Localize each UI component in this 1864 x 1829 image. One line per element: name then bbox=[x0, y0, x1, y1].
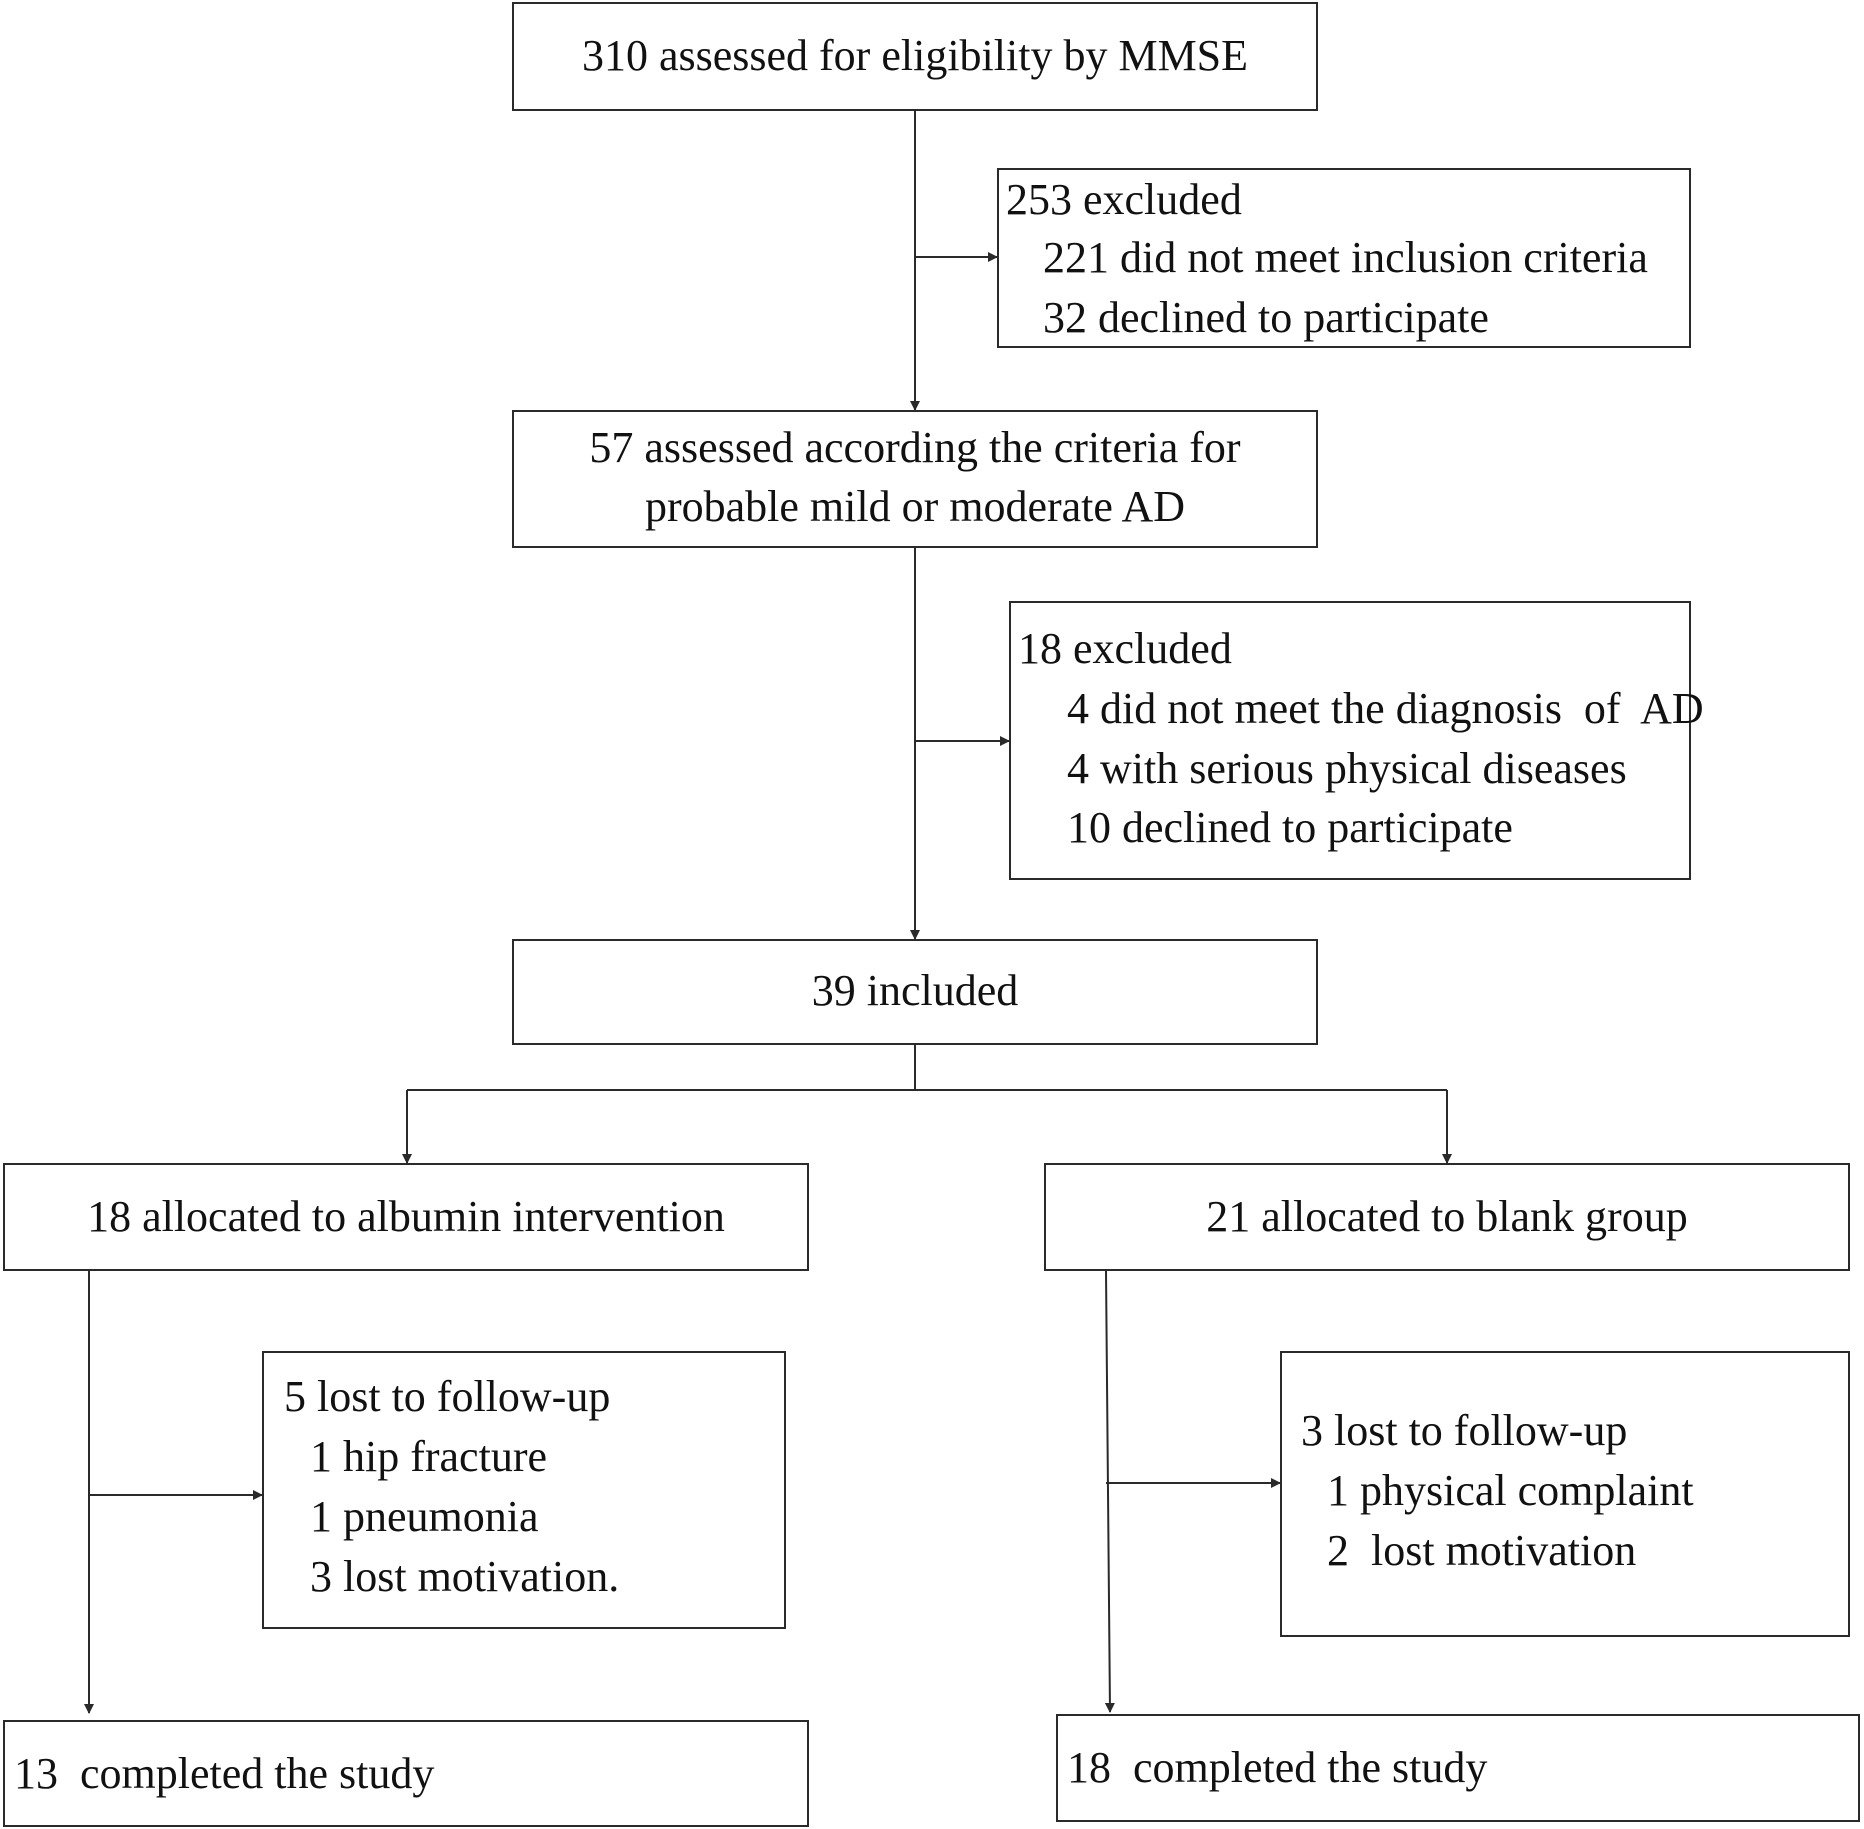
blank-allocation-box: 21 allocated to blank group bbox=[1044, 1163, 1850, 1271]
completed-albumin-text: 13 completed the study bbox=[14, 1749, 435, 1798]
lost-albumin-title: 5 lost to follow-up bbox=[284, 1372, 611, 1421]
excluded-2-item: 10 declined to participate bbox=[1067, 803, 1513, 852]
included-text: 39 included bbox=[811, 966, 1019, 1015]
excluded-2-title: 18 excluded bbox=[1018, 624, 1232, 673]
albumin-allocation-text: 18 allocated to albumin intervention bbox=[87, 1192, 725, 1241]
criteria-line: probable mild or moderate AD bbox=[644, 482, 1186, 531]
completed-blank-text: 18 completed the study bbox=[1067, 1743, 1488, 1792]
albumin-allocation-box: 18 allocated to albumin intervention bbox=[3, 1163, 809, 1271]
excluded-1-title: 253 excluded bbox=[1006, 175, 1242, 224]
lost-followup-albumin-box: 5 lost to follow-up 1 hip fracture 1 pne… bbox=[262, 1351, 786, 1629]
blank-allocation-text: 21 allocated to blank group bbox=[1206, 1192, 1688, 1241]
lost-blank-title: 3 lost to follow-up bbox=[1301, 1406, 1628, 1455]
assessed-eligibility-text: 310 assessed for eligibility by MMSE bbox=[581, 31, 1249, 80]
completed-albumin-box: 13 completed the study bbox=[3, 1720, 809, 1827]
excluded-2-box: 18 excluded 4 did not meet the diagnosis… bbox=[1009, 601, 1704, 880]
lost-followup-blank-box: 3 lost to follow-up 1 physical complaint… bbox=[1280, 1351, 1850, 1637]
included-box: 39 included bbox=[512, 939, 1318, 1045]
completed-blank-box: 18 completed the study bbox=[1056, 1714, 1860, 1822]
arrow-blank-to-completed bbox=[1104, 1270, 1115, 1713]
excluded-1-item: 221 did not meet inclusion criteria bbox=[1043, 233, 1648, 282]
excluded-2-item: 4 did not meet the diagnosis of AD bbox=[1067, 684, 1704, 733]
lost-blank-item: 2 lost motivation bbox=[1327, 1526, 1637, 1575]
excluded-1-item: 32 declined to participate bbox=[1043, 293, 1489, 342]
excluded-1-box: 253 excluded 221 did not meet inclusion … bbox=[997, 168, 1691, 348]
lost-blank-item: 1 physical complaint bbox=[1327, 1466, 1694, 1515]
criteria-line: 57 assessed according the criteria for bbox=[589, 423, 1241, 472]
lost-albumin-item: 1 hip fracture bbox=[310, 1432, 547, 1481]
lost-albumin-item: 3 lost motivation. bbox=[310, 1552, 620, 1601]
lost-albumin-item: 1 pneumonia bbox=[310, 1492, 539, 1541]
assessed-eligibility-box: 310 assessed for eligibility by MMSE bbox=[512, 2, 1318, 111]
criteria-assessment-box: 57 assessed according the criteria for p… bbox=[512, 410, 1318, 548]
excluded-2-item: 4 with serious physical diseases bbox=[1067, 744, 1627, 793]
